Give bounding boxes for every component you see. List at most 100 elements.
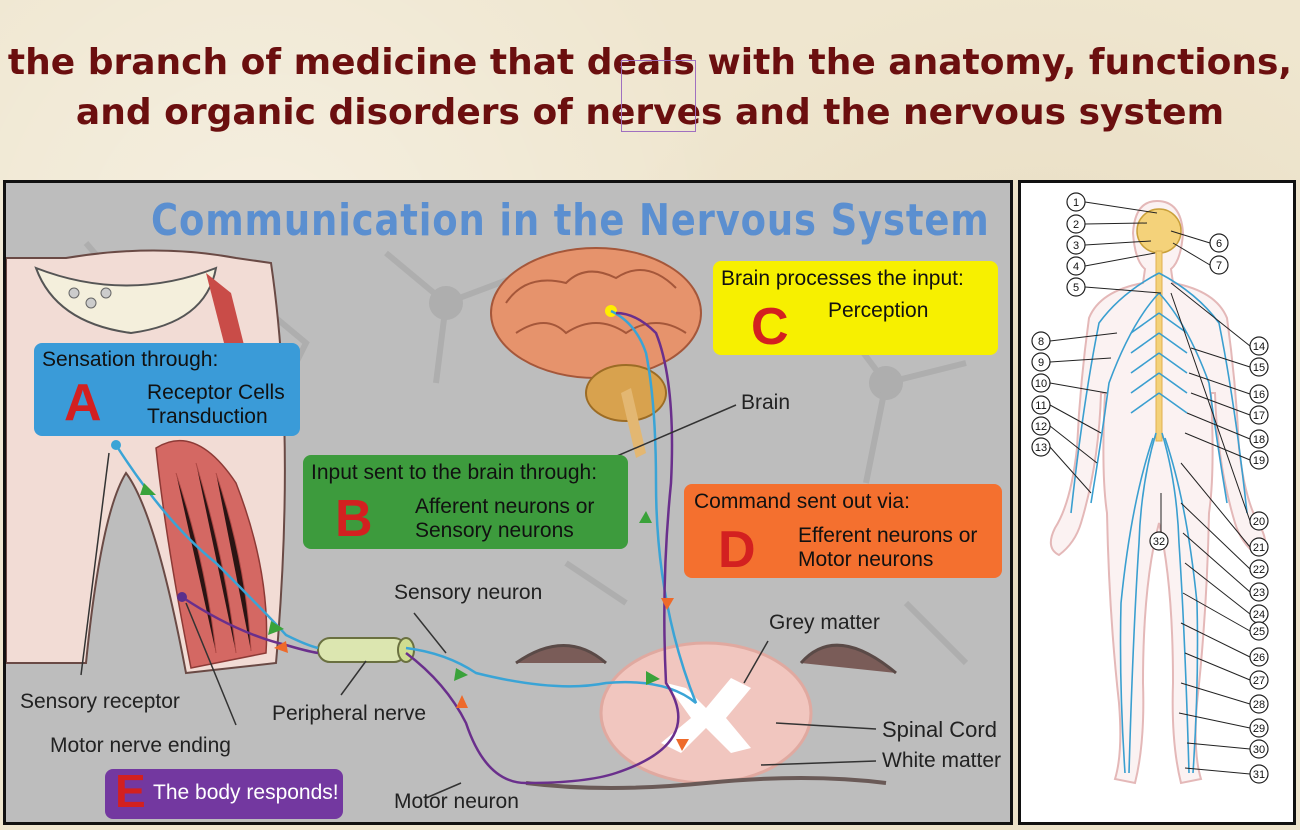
body-number-24: 24 xyxy=(1253,609,1265,621)
body-number-27: 27 xyxy=(1253,675,1265,687)
number-leader-line xyxy=(1049,382,1108,394)
number-leader-line xyxy=(1186,412,1251,440)
body-number-6-marker xyxy=(1209,233,1229,253)
body-number-30: 30 xyxy=(1253,744,1265,756)
label-motor-neuron: Motor neuron xyxy=(394,790,519,813)
body-number-17-marker xyxy=(1249,405,1269,425)
heading: the branch of medicine that deals with t… xyxy=(0,38,1300,138)
label-motor-nerve-ending: Motor nerve ending xyxy=(50,734,231,757)
callout-a-letter: A xyxy=(64,374,102,432)
body-number-19: 19 xyxy=(1253,455,1265,467)
body-number-30-marker xyxy=(1249,739,1269,759)
afferent-arrows xyxy=(140,483,660,685)
callout-a: Sensation through: A Receptor Cells Tran… xyxy=(34,343,300,436)
callout-a-line-2: Transduction xyxy=(147,405,268,428)
leader-lines xyxy=(80,404,877,799)
body-number-8-marker xyxy=(1031,331,1051,351)
body-number-18-marker xyxy=(1249,429,1269,449)
body-number-7: 7 xyxy=(1216,260,1222,272)
sensory-pathway xyxy=(114,309,698,704)
body-number-2: 2 xyxy=(1073,219,1079,231)
body-number-12-marker xyxy=(1031,416,1051,436)
body-number-1: 1 xyxy=(1073,197,1079,209)
callout-d-header: Command sent out via: xyxy=(694,490,910,513)
callout-b-letter: B xyxy=(335,490,373,548)
body-number-1-marker xyxy=(1066,192,1086,212)
body-number-25-marker xyxy=(1249,621,1269,641)
text-selection-box xyxy=(621,60,696,132)
body-number-13-marker xyxy=(1031,437,1051,457)
callout-d-line-1: Efferent neurons or xyxy=(798,524,978,547)
diagram-artwork xyxy=(6,241,969,799)
body-number-31: 31 xyxy=(1253,769,1265,781)
body-number-14: 14 xyxy=(1253,341,1265,353)
number-leader-line xyxy=(1084,201,1158,214)
label-white-matter: White matter xyxy=(882,749,1002,772)
body-number-15: 15 xyxy=(1253,362,1265,374)
label-grey-matter: Grey matter xyxy=(769,611,880,634)
heading-line-2: and organic disorders of nerves and the … xyxy=(75,92,1225,133)
number-leader-line xyxy=(1180,622,1251,658)
label-sensory-neuron: Sensory neuron xyxy=(394,581,543,604)
body-number-3-marker xyxy=(1066,235,1086,255)
callout-e-letter: E xyxy=(115,765,146,817)
body-number-16: 16 xyxy=(1253,389,1265,401)
body-number-18: 18 xyxy=(1253,434,1265,446)
diagram-title: Communication in the Nervous System xyxy=(151,195,990,246)
callout-e-text: The body responds! xyxy=(153,781,339,804)
body-number-13: 13 xyxy=(1035,442,1047,454)
brain-illustration xyxy=(490,247,702,458)
callout-a-header: Sensation through: xyxy=(42,348,219,371)
body-number-31-marker xyxy=(1249,764,1269,784)
body-number-14-marker xyxy=(1249,336,1269,356)
body-number-10: 10 xyxy=(1035,378,1047,390)
body-number-22-marker xyxy=(1249,559,1269,579)
body-number-2-marker xyxy=(1066,214,1086,234)
callout-e: E The body responds! xyxy=(105,765,343,819)
spinal-cord-illustration xyxy=(515,641,897,790)
body-number-15-marker xyxy=(1249,357,1269,377)
number-leader-line xyxy=(1180,682,1251,705)
body-number-9: 9 xyxy=(1038,357,1044,369)
callout-c-line-1: Perception xyxy=(828,299,929,322)
body-number-16-marker xyxy=(1249,384,1269,404)
body-number-28: 28 xyxy=(1253,699,1265,711)
number-leader-line xyxy=(1188,372,1251,395)
body-number-23: 23 xyxy=(1253,587,1265,599)
nervous-system-diagram: Communication in the Nervous System Sens… xyxy=(3,180,1013,825)
number-leader-line xyxy=(1170,292,1251,522)
body-number-26-marker xyxy=(1249,647,1269,667)
callout-d: Command sent out via: D Efferent neurons… xyxy=(684,484,1002,579)
number-leader-line xyxy=(1178,712,1251,729)
number-leader-line xyxy=(1049,404,1102,434)
body-number-4-marker xyxy=(1066,256,1086,276)
body-number-12: 12 xyxy=(1035,421,1047,433)
number-leader-line xyxy=(1084,286,1162,294)
body-number-8: 8 xyxy=(1038,336,1044,348)
number-leader-line xyxy=(1049,446,1092,494)
number-leader-line xyxy=(1049,357,1112,363)
body-number-32-marker xyxy=(1149,531,1169,551)
body-number-26: 26 xyxy=(1253,652,1265,664)
nerve-lines xyxy=(1070,272,1248,774)
number-leader-line xyxy=(1172,242,1211,266)
callout-d-letter: D xyxy=(718,521,756,579)
body-number-20: 20 xyxy=(1253,516,1265,528)
number-leader-line xyxy=(1182,592,1251,632)
label-sensory-receptor: Sensory receptor xyxy=(20,690,180,713)
body-number-17: 17 xyxy=(1253,410,1265,422)
leg-illustration xyxy=(6,249,286,675)
body-number-21: 21 xyxy=(1253,542,1265,554)
label-brain: Brain xyxy=(741,391,791,414)
body-number-6: 6 xyxy=(1216,238,1222,250)
body-number-32: 32 xyxy=(1153,536,1165,548)
label-spinal-cord: Spinal Cord xyxy=(882,717,997,742)
callout-b: Input sent to the brain through: B Affer… xyxy=(303,455,628,549)
body-number-3: 3 xyxy=(1073,240,1079,252)
number-leader-line xyxy=(1184,652,1251,681)
body-outline xyxy=(1049,199,1267,785)
number-leader-line xyxy=(1184,432,1251,461)
